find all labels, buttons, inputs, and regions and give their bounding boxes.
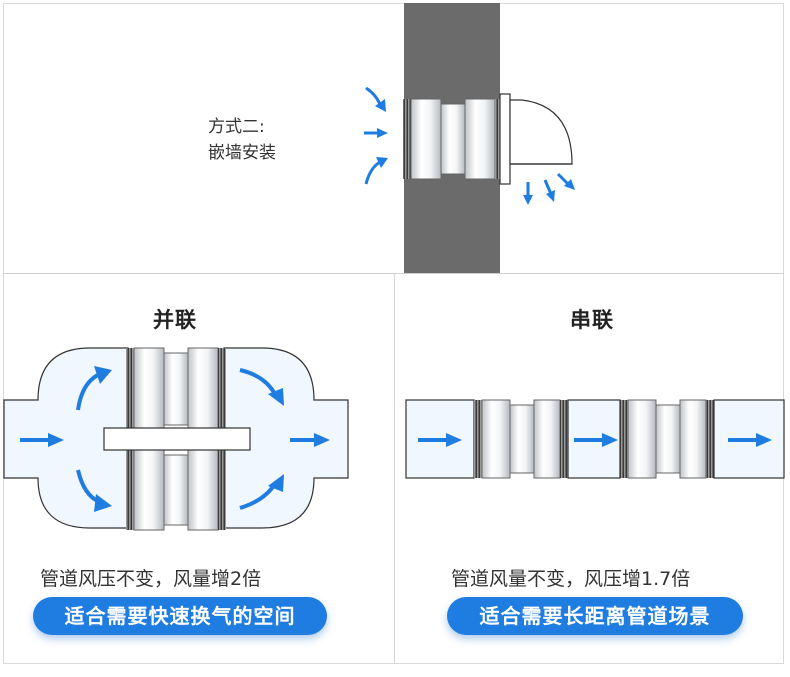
parallel-fan-lower <box>126 449 226 531</box>
exhaust-arrows <box>523 172 575 205</box>
vertical-divider <box>394 273 395 664</box>
horizontal-divider <box>3 273 784 274</box>
parallel-description: 管道风压不变，风量增2倍 <box>40 568 262 590</box>
series-description: 管道风量不变，风压增1.7倍 <box>451 568 691 590</box>
parallel-badge: 适合需要快速换气的空间 <box>33 597 327 635</box>
method-label: 方式二: 嵌墙安装 <box>208 114 276 166</box>
series-fan-1 <box>474 399 568 479</box>
parallel-arrows <box>20 366 330 512</box>
method-label-line2: 嵌墙安装 <box>208 143 276 163</box>
parallel-fan-upper <box>126 347 226 431</box>
wall-fan <box>403 93 573 185</box>
series-title: 串联 <box>570 308 614 332</box>
series-duct-out <box>713 399 785 479</box>
series-fan-2 <box>620 399 714 479</box>
parallel-title: 并联 <box>153 308 197 332</box>
parallel-divider-bar <box>103 427 251 451</box>
method-label-line1: 方式二: <box>208 117 265 137</box>
intake-arrows <box>364 86 388 185</box>
series-badge: 适合需要长距离管道场景 <box>447 597 743 635</box>
outer-frame <box>3 3 784 664</box>
series-arrows <box>418 433 772 447</box>
